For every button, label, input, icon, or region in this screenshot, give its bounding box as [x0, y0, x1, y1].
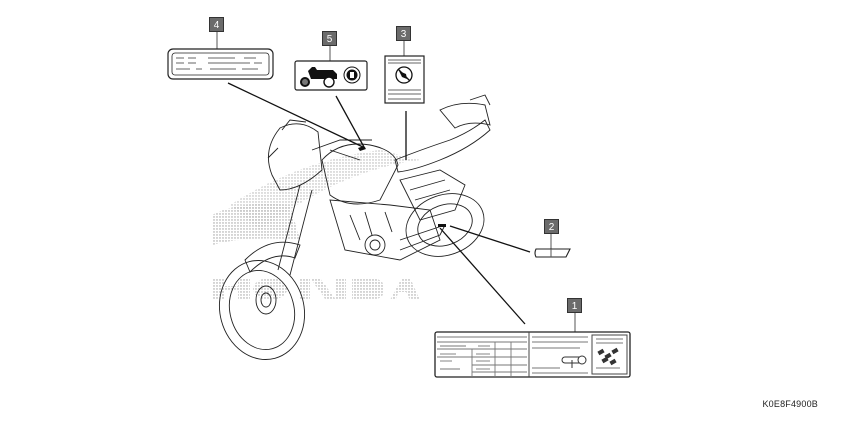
- figure-code: K0E8F4900B: [762, 399, 818, 409]
- headlight-icon: [343, 66, 361, 84]
- label-5-illustration: [294, 45, 368, 91]
- motorcycle-icon: [300, 67, 337, 88]
- leader-line-2: [449, 225, 531, 253]
- label-3-illustration: [384, 40, 425, 104]
- callout-badge-2: 2: [544, 219, 559, 234]
- label-1-illustration: [434, 312, 631, 378]
- leader-line-4: [227, 82, 366, 149]
- callout-badge-5: 5: [322, 31, 337, 46]
- leader-line-5: [335, 95, 365, 148]
- chain-parts-icon: [597, 347, 619, 366]
- leader-line-1: [439, 227, 526, 325]
- label-2-illustration: [534, 233, 571, 258]
- motorcycle-illustration: [218, 94, 491, 360]
- no-passenger-icon: [395, 66, 413, 84]
- chain-adjust-icon: [561, 355, 587, 368]
- callout-badge-1: 1: [567, 298, 582, 313]
- callout-badge-3: 3: [396, 26, 411, 41]
- leader-lines: [227, 82, 531, 325]
- callout-badge-4: 4: [209, 17, 224, 32]
- honda-watermark: [212, 150, 420, 300]
- label-4-illustration: [167, 26, 274, 80]
